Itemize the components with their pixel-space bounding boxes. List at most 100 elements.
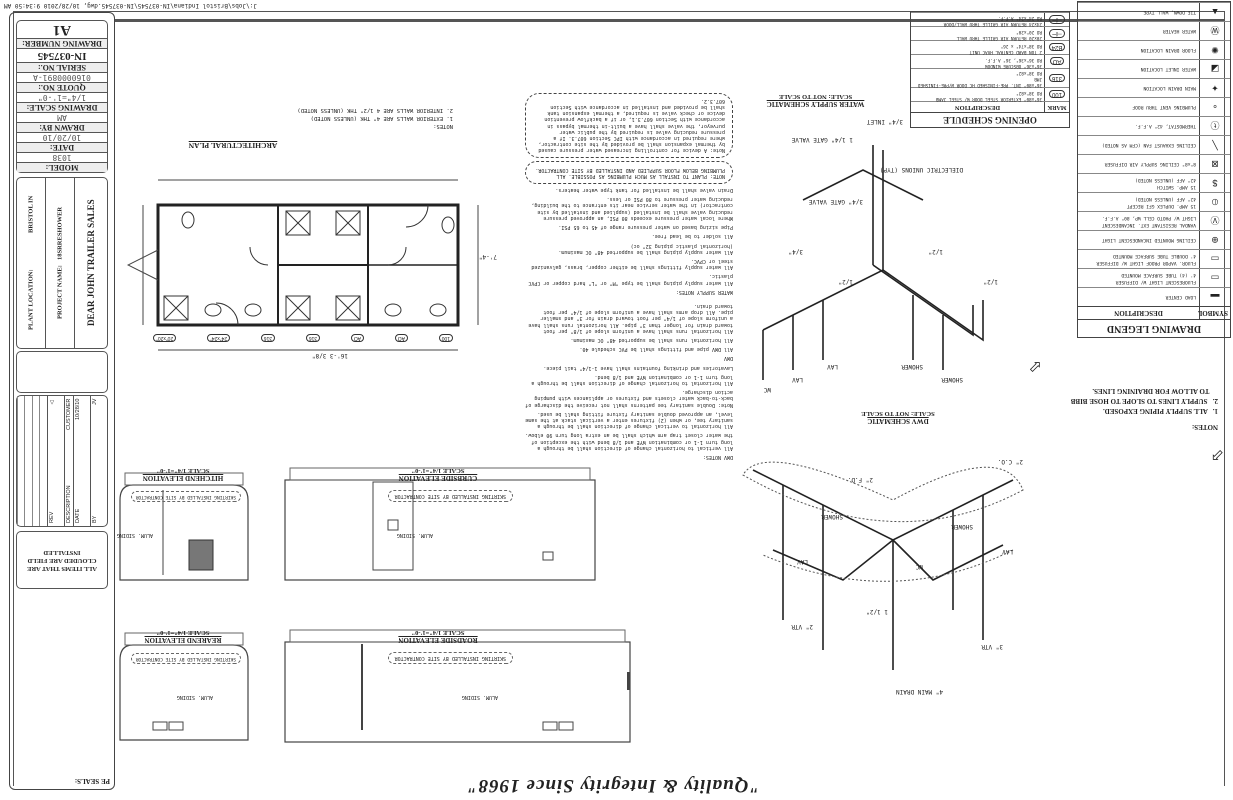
legend-row: ▬LOAD CENTER [1078, 287, 1230, 306]
curbside-siding-note: ALUM. SIDING [396, 532, 433, 538]
project-info: DEAR JOHN TRAILER SALES PROJECT NAME:18S… [16, 177, 108, 349]
water-note: All water supply piping shall be type "M… [528, 273, 733, 286]
schedule-text: 36"x80" EXTERIOR STEEL DOOR W/ STEEL JAM… [935, 96, 1042, 101]
tie-down-icon: ▲ [1199, 3, 1230, 21]
opening-mark: AO [1044, 55, 1069, 68]
title-block: PE SEALS: ALL ITEMS THAT ARE CLOUDED ARE… [9, 12, 115, 790]
field-value: 0160000891-A [17, 72, 107, 82]
water-note: All solder to be lead free. [651, 233, 733, 240]
opening-description: 36"x80" INT. PRE-FINISHED HC DOOR W/PRE-… [911, 69, 1044, 87]
pipe-label: 3/4" INLET [866, 118, 903, 125]
pipe-label: SHOWER [821, 513, 843, 520]
legend-text: FLOOR DRAIN LOCATION [1140, 47, 1196, 53]
revision-header: BY [92, 515, 98, 523]
legend-row: ✺FLOOR DRAIN LOCATION [1078, 40, 1230, 59]
field-label: SERIAL NO.: [17, 62, 107, 72]
legend-header: SYMBOL DESCRIPTION [1078, 306, 1230, 319]
field-label: MODEL: [17, 162, 107, 172]
exhaust-fan-icon: ╲ [1199, 136, 1230, 154]
pipe-label: 2" F.D. [848, 476, 873, 483]
opening-mark-tag: AO [350, 334, 365, 342]
field-value: AM [17, 112, 107, 122]
field-label: DATE: [17, 142, 107, 152]
ceiling-light-icon: ⊕ [1199, 231, 1230, 249]
dwv-schematic-title: DWV SCHEMATIC SCALE: NOT TO SCALE [861, 410, 935, 425]
schedule-text: 36"x36" OBSCURE WINDOW [985, 63, 1042, 68]
water-inlet-icon: ◪ [1199, 60, 1230, 78]
roadside-skirting-note: SKIRTING INSTALLED BY SITE CONTRACTOR [387, 652, 513, 664]
pipe-label: SHOWER [901, 363, 923, 370]
legend-text: WATER INLET LOCATION [1140, 66, 1196, 72]
dwv-note: All horizontal to horizontal change of d… [531, 373, 733, 386]
arch-plan-notes: NOTES: 1. EXTERIOR WALLS ARE 4" THK (UNL… [297, 107, 453, 129]
schedule-text: RO 36"x36", 36" A.F.F. [985, 57, 1042, 62]
dwv-note: Note: Double sanitary tee patterns shall… [525, 389, 733, 408]
mark-tag: 100 [1049, 90, 1066, 99]
legend-row: ∘PLUMBING VENT THRU ROOF [1078, 97, 1230, 116]
opening-mark: ⊣⊢ [1044, 13, 1069, 26]
pipe-label: LAV [797, 558, 808, 565]
main-drain-icon: ✦ [1199, 79, 1230, 97]
rearend-elevation [119, 632, 249, 741]
opening-description: 36"x80" EXTERIOR STEEL DOOR W/ STEEL JAM… [911, 88, 1044, 101]
schedule-text: 20x20 RETURN AIR GRILLE THRU WALL [956, 35, 1042, 40]
client-name: DEAR JOHN TRAILER SALES [74, 178, 107, 348]
legend-text: FLUORESCENT LIGHT W/ DIFFUSER [1115, 279, 1196, 284]
legend-text: 15 AMP. SWITCH [1157, 184, 1196, 189]
revision-blank-column [17, 396, 25, 526]
legend-text: 42" AFF (UNLESS NOTED) [1135, 177, 1196, 182]
field-label: QUOTE NO.: [17, 82, 107, 92]
switch-icon: $ [1199, 174, 1230, 192]
revision-cell: △ [49, 399, 55, 405]
rearend-skirting-note: SKIRTING INSTALLED BY SITE CONTRACTOR [130, 653, 241, 664]
opening-mark-tag: 316 [305, 334, 321, 342]
project-name: PROJECT NAME:18SRRESHOWER [45, 178, 74, 348]
plumbing-notes: DWV NOTES: All vertical to horizontal ch… [525, 90, 733, 460]
field-value: 10/20/10 [17, 132, 107, 142]
mark-tag: 316 [1049, 74, 1066, 82]
opening-mark-tag: 20"x20" [153, 334, 177, 342]
field-value: IN-037545 [17, 48, 107, 62]
legend-text: CEILING MOUNTED INCANDESCENT LIGHT [1101, 237, 1196, 243]
legend-description: MAIN DRAIN LOCATION [1078, 79, 1199, 97]
field-label: DRAWING SCALE: [17, 102, 107, 112]
legend-text: 8"x8" CEILING SUPPLY AIR DIFFUSER [1104, 161, 1196, 167]
legend-description: LOAD CENTER [1078, 288, 1199, 306]
curbside-title: CURBSIDE ELEVATION SCALE 1/4"=1'-0" [398, 467, 478, 482]
pipe-label: 1 1/2" [866, 608, 888, 615]
legend-row: ▲TIE DOWN, WALL TYPE [1078, 2, 1230, 21]
legend-text: WATER HEATER [1162, 28, 1196, 34]
revision-column-rev: REV △ [47, 396, 64, 526]
dwv-note: Lavatories and drinking fountains shall … [543, 364, 733, 371]
dwv-note: All vertical to horizontal change of dir… [525, 432, 733, 451]
thermal-expansion-note: Note: A device for controlling increased… [525, 92, 733, 159]
schedule-row: ⊣⊢24x24 RETURN AIR GRILLE THRU WALL/DOOR… [911, 12, 1069, 26]
legend-text: 4' DOUBLE TUBE SURFACE MOUNTED [1113, 253, 1196, 258]
company-slogan: "Quality & Integrity Since 1968" [466, 775, 760, 796]
legend-description: 8"x8" CEILING SUPPLY AIR DIFFUSER [1078, 155, 1199, 173]
legend-description: 15 AMP. SWITCH 42" AFF (UNLESS NOTED) [1078, 174, 1199, 192]
pipe-label: SHOWER [951, 523, 973, 530]
pipe-label: 1/2" [984, 278, 998, 285]
elevations [119, 467, 631, 743]
pipe-label: 1/2" [839, 278, 853, 285]
field-label: DRAWING NUMBER: [17, 38, 107, 48]
water-note: All water supply fittings shall be eithe… [531, 257, 733, 271]
legend-description: TIE DOWN, WALL TYPE [1078, 3, 1199, 21]
revision-blank-column [39, 396, 47, 526]
revision-header: REV [49, 511, 55, 523]
architectural-plan [126, 179, 479, 351]
dwv-note: DWV [723, 355, 733, 362]
